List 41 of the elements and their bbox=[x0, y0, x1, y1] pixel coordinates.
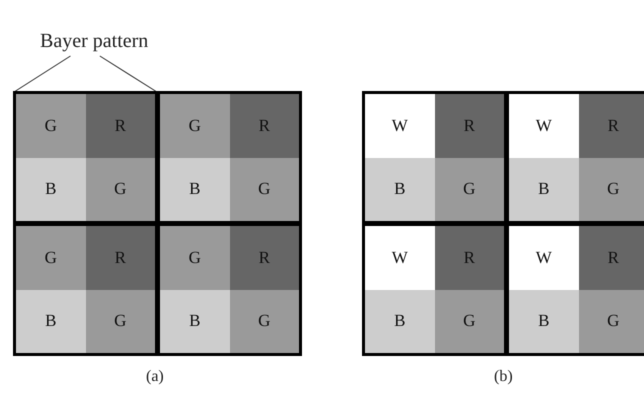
pixel-cell: R bbox=[86, 226, 155, 290]
pixel-cell: B bbox=[509, 290, 578, 353]
pixel-cell: B bbox=[16, 290, 86, 353]
pixel-cell: R bbox=[578, 226, 644, 290]
pixel-cell: R bbox=[230, 94, 299, 158]
pixel-cell: R bbox=[578, 94, 644, 158]
pixel-cell: B bbox=[160, 290, 230, 353]
leader-line bbox=[14, 56, 71, 92]
pixel-block bbox=[157, 91, 302, 224]
pixel-cell: R bbox=[434, 94, 504, 158]
pixel-block bbox=[506, 223, 644, 356]
pixel-cell: G bbox=[160, 94, 230, 158]
pattern-label: Bayer pattern bbox=[40, 28, 148, 54]
pixel-cell: R bbox=[434, 226, 504, 290]
panel-caption: (a) bbox=[146, 368, 164, 386]
pixel-block bbox=[362, 91, 507, 224]
panel-caption: (b) bbox=[494, 368, 513, 386]
pixel-cell: G bbox=[86, 290, 155, 353]
pixel-block bbox=[157, 223, 302, 356]
pixel-block bbox=[506, 91, 644, 224]
pixel-cell: G bbox=[230, 158, 299, 221]
pixel-cell: G bbox=[230, 290, 299, 353]
pixel-cell: R bbox=[86, 94, 155, 158]
pixel-cell: G bbox=[86, 158, 155, 221]
pixel-cell: G bbox=[434, 158, 504, 221]
pixel-cell: B bbox=[365, 158, 434, 221]
pixel-cell: B bbox=[509, 158, 578, 221]
pixel-cell: G bbox=[16, 94, 86, 158]
pixel-cell: B bbox=[160, 158, 230, 221]
leader-line bbox=[99, 56, 158, 92]
pixel-block bbox=[13, 223, 158, 356]
pixel-cell: B bbox=[16, 158, 86, 221]
pixel-cell: G bbox=[16, 226, 86, 290]
pixel-cell: G bbox=[578, 290, 644, 353]
pixel-cell: B bbox=[365, 290, 434, 353]
pixel-block bbox=[362, 223, 507, 356]
pixel-cell: R bbox=[230, 226, 299, 290]
pixel-cell: G bbox=[160, 226, 230, 290]
pixel-block bbox=[13, 91, 158, 224]
pixel-cell: G bbox=[578, 158, 644, 221]
pixel-cell: G bbox=[434, 290, 504, 353]
